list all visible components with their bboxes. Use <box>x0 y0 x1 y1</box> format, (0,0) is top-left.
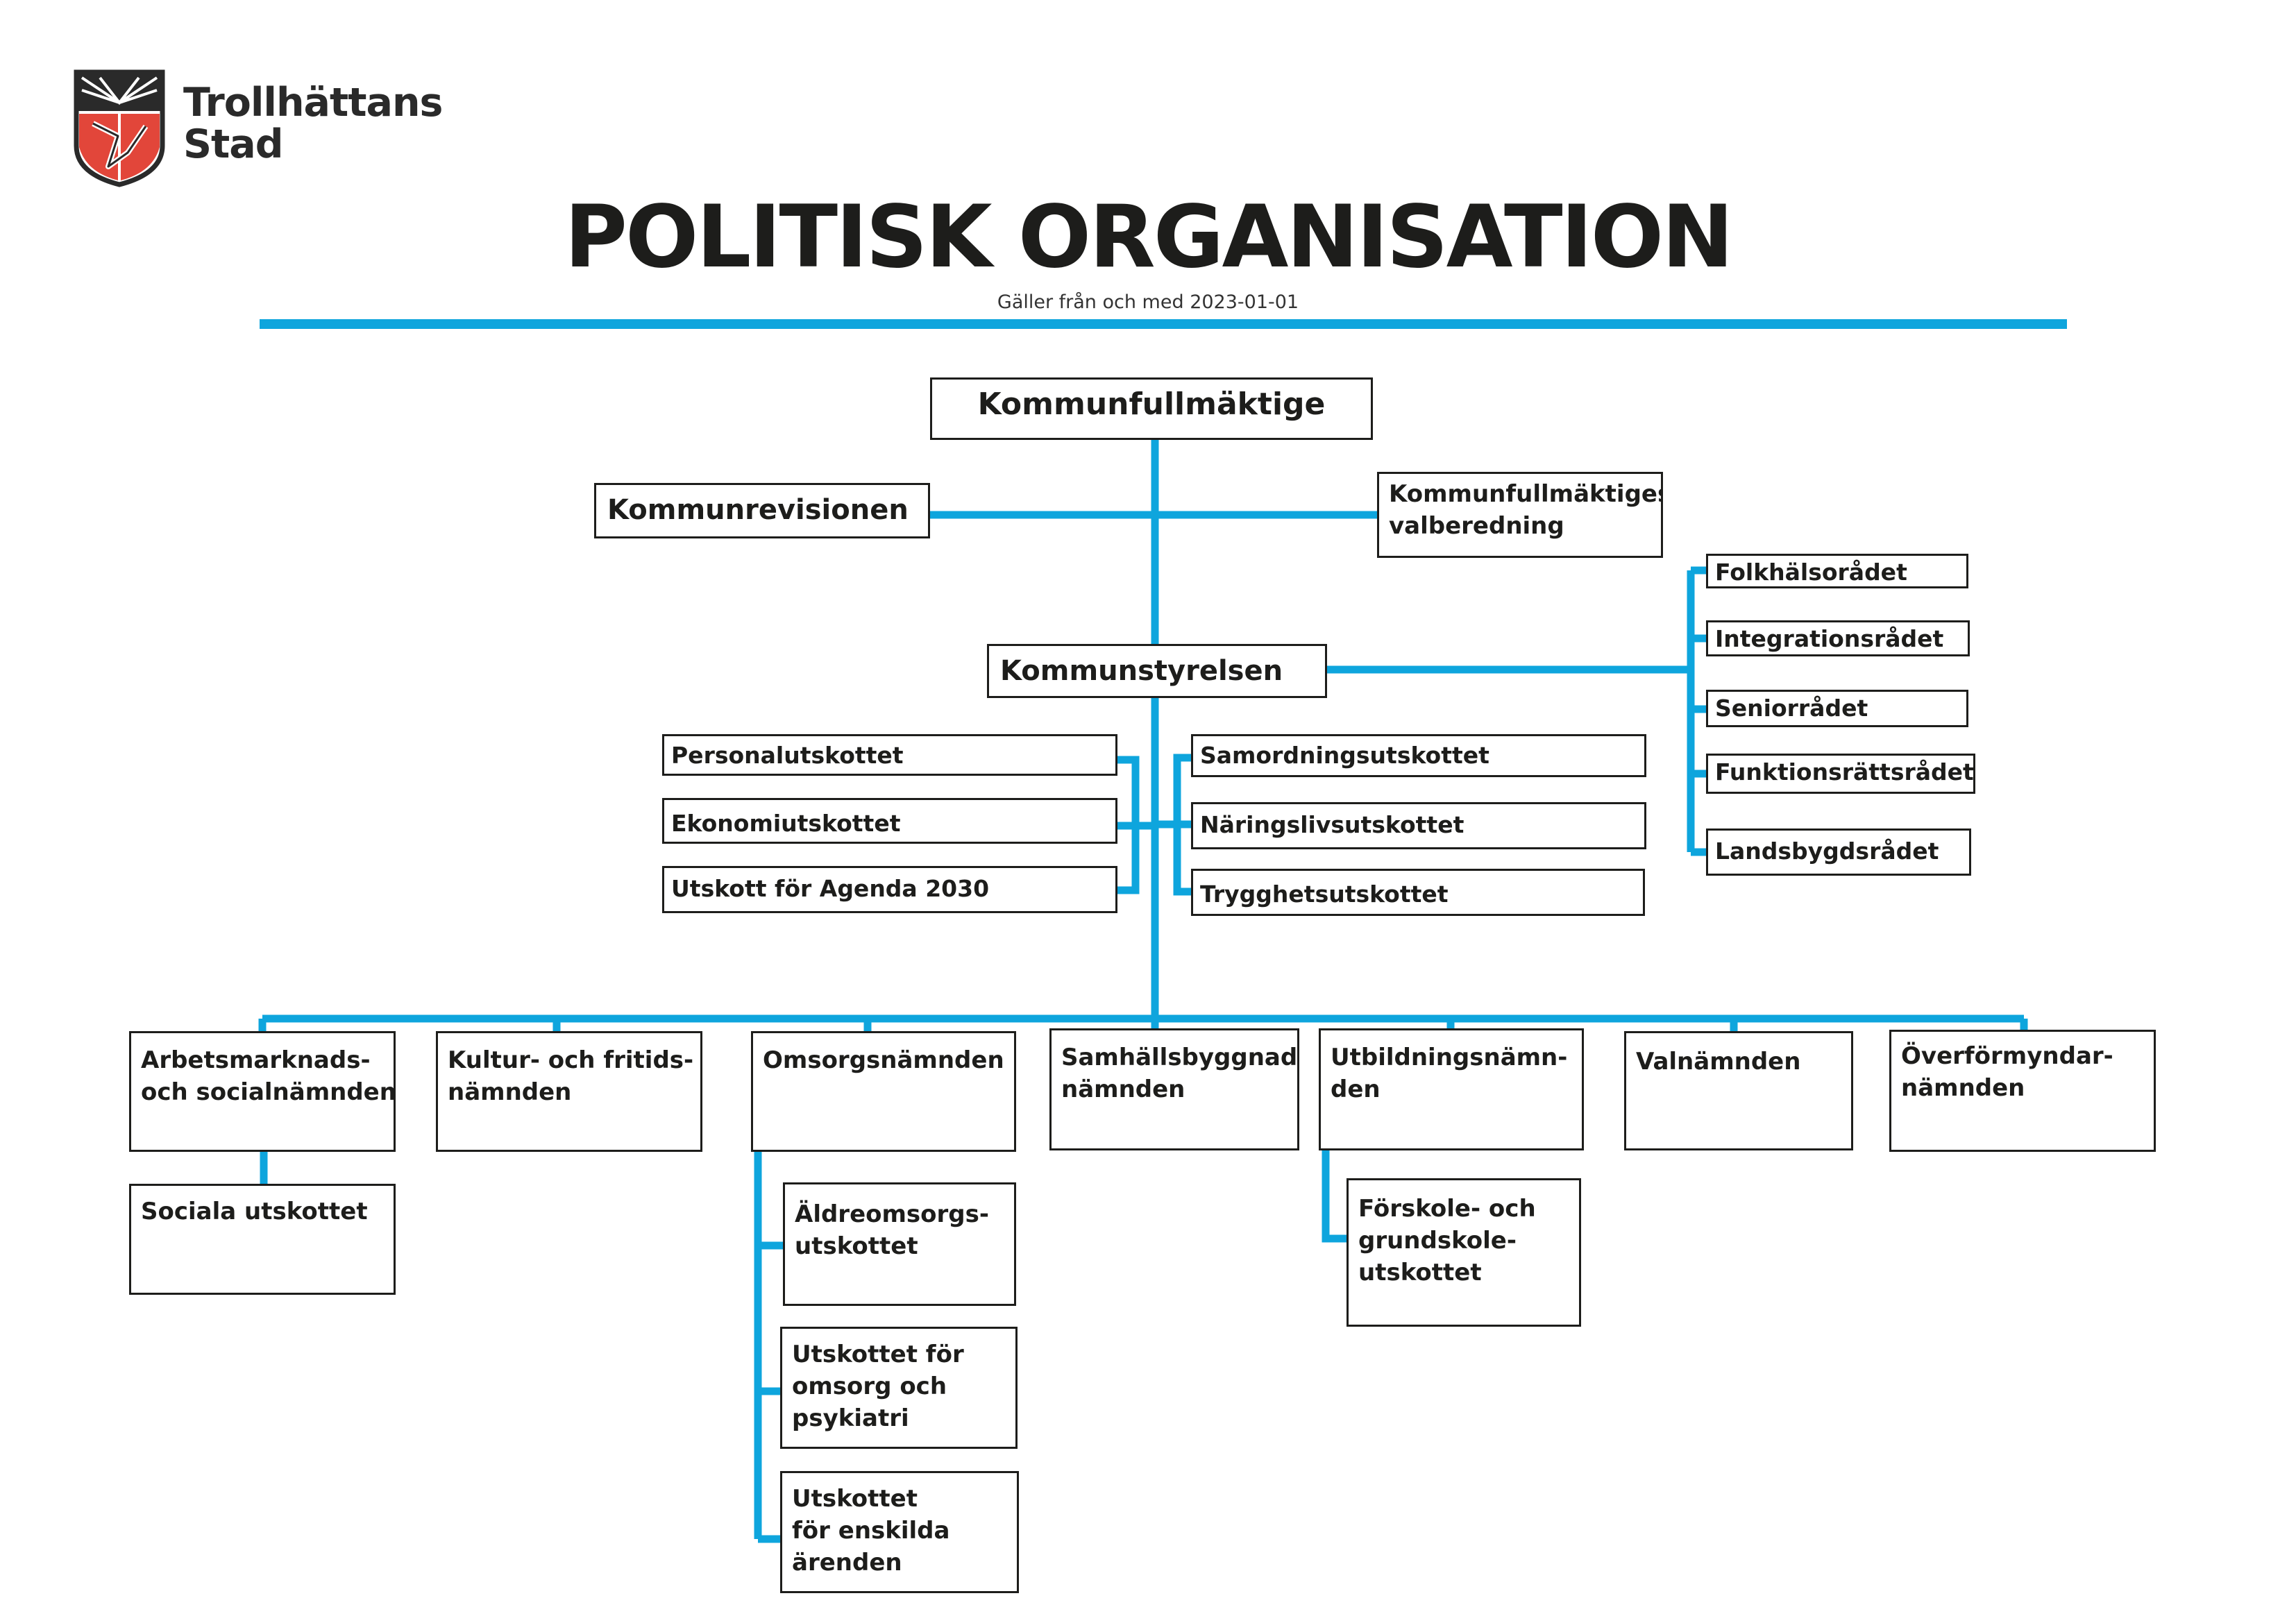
node-label: Landsbygdsrådet <box>1715 838 1939 865</box>
node-label: Integrationsrådet <box>1715 625 1944 652</box>
logo-name-line1: Trollhättans <box>183 80 443 126</box>
node-label: Näringslivsutskottet <box>1200 811 1464 838</box>
node-label-line2: omsorg och <box>792 1373 947 1400</box>
node-label: Kommunfullmäktige <box>977 386 1326 422</box>
node-ekonomiutskottet: Ekonomiutskottet <box>662 798 1117 844</box>
node-label-line2: nämnden <box>1061 1076 1185 1103</box>
node-label: Ekonomiutskottet <box>671 810 901 837</box>
node-label: Folkhälsorådet <box>1715 559 1907 586</box>
node-label: Samordningsutskottet <box>1200 742 1489 769</box>
node-label-line1: Äldreomsorgs- <box>795 1200 989 1228</box>
node-label-line2: valberedning <box>1389 512 1564 540</box>
node-label-line1: Valnämnden <box>1636 1048 1801 1076</box>
node-utskottet-enskilda-arenden: Utskottet för enskilda ärenden <box>780 1471 1019 1593</box>
node-aldreomsorgsutskottet: Äldreomsorgs- utskottet <box>783 1182 1016 1306</box>
node-utbildningsnamnden: Utbildningsnämn- den <box>1319 1028 1584 1150</box>
connector-care-sub <box>754 1152 787 1543</box>
node-label-line1: Utskottet <box>792 1485 918 1513</box>
page-title: POLITISK ORGANISATION <box>564 187 1734 287</box>
node-label: Kommunstyrelsen <box>1000 655 1283 687</box>
node-label-line1: Överförmyndar- <box>1901 1042 2113 1070</box>
node-overformyndarnamnden: Överförmyndar- nämnden <box>1889 1030 2156 1152</box>
node-label: Funktionsrättsrådet <box>1715 758 1974 785</box>
node-sociala-utskottet: Sociala utskottet <box>129 1184 396 1295</box>
node-samhallsbyggnadsnamnden: Samhällsbyggnads- nämnden <box>1049 1028 1299 1150</box>
node-label: Seniorrådet <box>1715 695 1868 722</box>
node-label-line1: Samhällsbyggnads- <box>1061 1044 1299 1071</box>
node-trygghetsutskottet: Trygghetsutskottet <box>1191 869 1645 916</box>
node-label-line3: utskottet <box>1358 1259 1482 1286</box>
connector-committees-left <box>1116 756 1155 894</box>
node-kommunstyrelsen: Kommunstyrelsen <box>987 644 1327 698</box>
node-label-line2: den <box>1331 1076 1381 1103</box>
node-personalutskottet: Personalutskottet <box>662 734 1117 776</box>
node-forskole-och-grundskoleutskottet: Förskole- och grundskole- utskottet <box>1347 1178 1581 1327</box>
node-integrationsradet: Integrationsrådet <box>1706 620 1970 656</box>
node-label-line1: Sociala utskottet <box>141 1198 368 1225</box>
node-landsbygdsradet: Landsbygdsrådet <box>1706 829 1971 876</box>
node-kommunfullmaktiges-valberedning: Kommunfullmäktiges valberedning <box>1377 472 1663 558</box>
node-label-line1: Utskottet för <box>792 1341 964 1368</box>
node-folkhalsoradet: Folkhälsorådet <box>1706 554 1968 588</box>
trollhattan-coat-of-arms-icon <box>74 69 165 187</box>
node-label-line1: Arbetsmarknads- <box>141 1046 371 1074</box>
node-omsorgsnamnden: Omsorgsnämnden <box>751 1031 1016 1152</box>
node-label: Personalutskottet <box>671 742 904 769</box>
connector-committees-right <box>1155 754 1194 896</box>
node-kultur-och-fritidsnamnden: Kultur- och fritids- nämnden <box>436 1031 702 1152</box>
logo-name-line2: Stad <box>183 121 284 167</box>
node-label-line2: grundskole- <box>1358 1227 1517 1255</box>
node-label-line2: utskottet <box>795 1232 918 1260</box>
node-kommunrevisionen: Kommunrevisionen <box>594 483 930 538</box>
node-valnamnden: Valnämnden <box>1624 1031 1853 1150</box>
node-label: Utskott för Agenda 2030 <box>671 875 990 902</box>
node-label-line1: Kultur- och fritids- <box>448 1046 694 1074</box>
node-label-line1: Omsorgsnämnden <box>763 1046 1004 1074</box>
node-funktionsrattsradet: Funktionsrättsrådet <box>1706 754 1975 794</box>
node-label-line3: psykiatri <box>792 1404 909 1432</box>
valid-from-date: Gäller från och med 2023-01-01 <box>997 291 1299 313</box>
node-label-line2: och socialnämnden <box>141 1078 396 1106</box>
node-label-line2: nämnden <box>448 1078 572 1106</box>
node-label-line2: nämnden <box>1901 1074 2025 1102</box>
node-label-line1: Förskole- och <box>1358 1195 1536 1223</box>
node-arbetsmarknads-och-socialnamnden: Arbetsmarknads- och socialnämnden <box>129 1031 396 1152</box>
node-kommunfullmaktige: Kommunfullmäktige <box>930 377 1373 440</box>
connector-councils <box>1327 566 1713 856</box>
node-label-line3: ärenden <box>792 1549 902 1577</box>
node-label-line1: Utbildningsnämn- <box>1331 1044 1568 1071</box>
node-seniorradet: Seniorrådet <box>1706 690 1968 727</box>
title-divider <box>260 319 2067 329</box>
node-samordningsutskottet: Samordningsutskottet <box>1191 734 1646 777</box>
node-label: Trygghetsutskottet <box>1200 881 1449 908</box>
connector-education-sub <box>1322 1150 1351 1243</box>
node-label: Kommunrevisionen <box>607 494 909 526</box>
node-utskott-agenda-2030: Utskott för Agenda 2030 <box>662 866 1117 913</box>
node-utskottet-omsorg-och-psykiatri: Utskottet för omsorg och psykiatri <box>780 1327 1018 1449</box>
node-label-line2: för enskilda <box>792 1517 950 1545</box>
node-naringslivsutskottet: Näringslivsutskottet <box>1191 802 1646 849</box>
node-label-line1: Kommunfullmäktiges <box>1389 480 1663 508</box>
connector-board-drops <box>258 1019 2028 1035</box>
